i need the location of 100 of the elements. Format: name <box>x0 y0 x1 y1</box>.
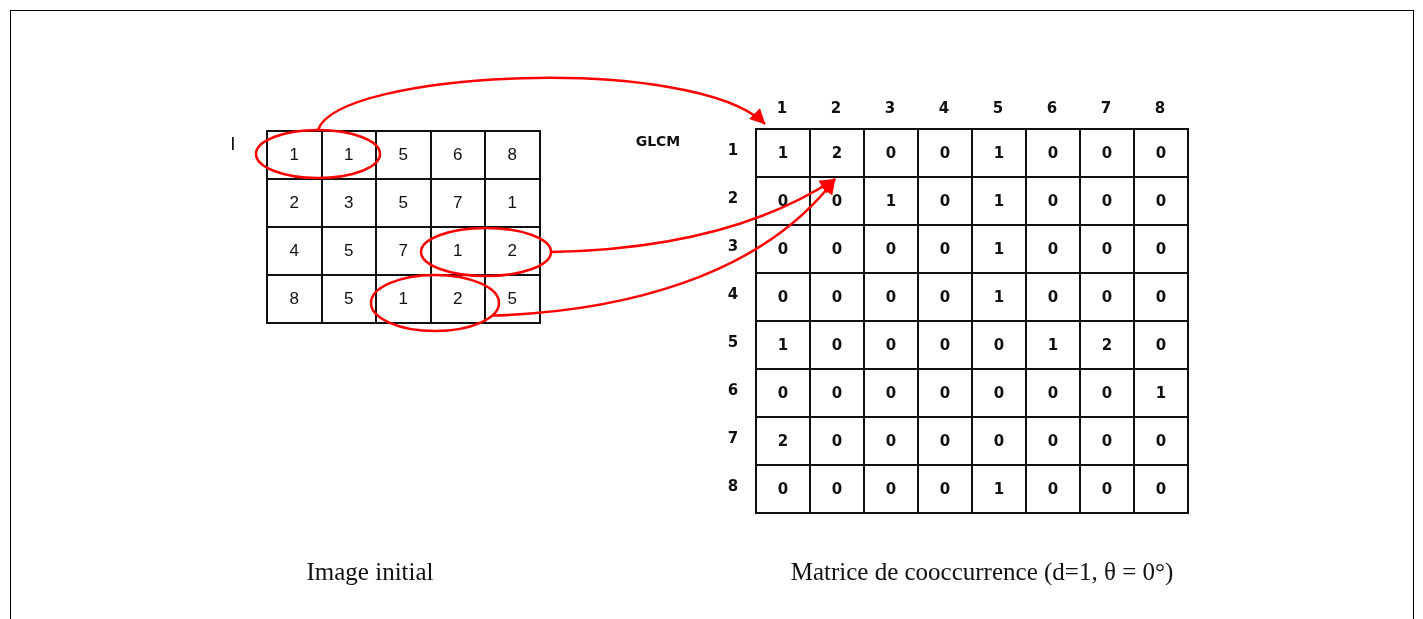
table-cell: 0 <box>811 178 865 226</box>
table-cell: 0 <box>1081 418 1135 466</box>
matrix-label: GLCM <box>635 133 681 149</box>
row-header: 2 <box>727 189 739 207</box>
table-cell: 8 <box>486 132 541 180</box>
table-cell: 1 <box>1027 322 1081 370</box>
table-cell: 2 <box>431 276 486 324</box>
table-cell: 0 <box>973 370 1027 418</box>
table-cell: 0 <box>757 226 811 274</box>
row-header: 4 <box>727 285 739 303</box>
table-cell: 0 <box>1135 226 1189 274</box>
table-cell: 7 <box>377 228 432 276</box>
table-cell: 2 <box>268 180 323 228</box>
table-cell: 0 <box>865 466 919 514</box>
table-cell: 1 <box>865 178 919 226</box>
table-cell: 1 <box>322 132 377 180</box>
table-cell: 0 <box>1135 418 1189 466</box>
table-cell: 0 <box>811 370 865 418</box>
table-cell: 1 <box>268 132 323 180</box>
table-cell: 1 <box>431 228 486 276</box>
table-cell: 0 <box>973 418 1027 466</box>
column-header: 3 <box>884 99 896 117</box>
table-cell: 2 <box>486 228 541 276</box>
table-cell: 8 <box>268 276 323 324</box>
table-cell: 5 <box>322 276 377 324</box>
column-header: 4 <box>938 99 950 117</box>
table-cell: 0 <box>1135 274 1189 322</box>
table-cell: 0 <box>757 178 811 226</box>
table-cell: 0 <box>757 466 811 514</box>
table-cell: 0 <box>865 274 919 322</box>
table-cell: 1 <box>1135 370 1189 418</box>
arrow <box>550 177 836 254</box>
table-cell: 2 <box>757 418 811 466</box>
table-cell: 0 <box>919 418 973 466</box>
highlight-ellipse <box>254 128 382 180</box>
table-cell: 0 <box>811 322 865 370</box>
table-cell: 0 <box>919 178 973 226</box>
table-cell: 0 <box>865 226 919 274</box>
table-cell: 0 <box>1027 274 1081 322</box>
column-header: 7 <box>1100 99 1112 117</box>
column-header: 6 <box>1046 99 1058 117</box>
caption: Matrice de cooccurrence (d=1, θ = 0°) <box>790 558 1174 586</box>
column-header: 2 <box>830 99 842 117</box>
table-cell: 0 <box>1135 322 1189 370</box>
column-header: 1 <box>776 99 788 117</box>
arrow <box>317 77 766 131</box>
highlight-ellipse <box>369 273 501 333</box>
table-cell: 0 <box>1081 466 1135 514</box>
table-cell: 0 <box>1081 370 1135 418</box>
table-cell: 0 <box>1081 274 1135 322</box>
table-cell: 0 <box>865 322 919 370</box>
table-cell: 3 <box>322 180 377 228</box>
table-cell: 2 <box>811 130 865 178</box>
table-cell: 1 <box>973 130 1027 178</box>
table-cell: 1 <box>973 178 1027 226</box>
row-header: 8 <box>727 477 739 495</box>
table-cell: 1 <box>757 322 811 370</box>
table-cell: 1 <box>973 274 1027 322</box>
table-cell: 5 <box>322 228 377 276</box>
table-cell: 0 <box>811 274 865 322</box>
table-cell: 0 <box>919 466 973 514</box>
table-cell: 0 <box>1027 178 1081 226</box>
table-cell: 0 <box>1081 178 1135 226</box>
table-cell: 4 <box>268 228 323 276</box>
row-marker: I <box>230 132 236 154</box>
table-cell: 0 <box>1027 130 1081 178</box>
table-cell: 0 <box>1027 466 1081 514</box>
table-cell: 0 <box>1027 418 1081 466</box>
table-cell: 0 <box>1081 226 1135 274</box>
table-cell: 7 <box>431 180 486 228</box>
table-cell: 1 <box>757 130 811 178</box>
table-cell: 0 <box>811 466 865 514</box>
table-cell: 0 <box>1081 130 1135 178</box>
table-cell: 0 <box>1135 466 1189 514</box>
row-header: 1 <box>727 141 739 159</box>
table-cell: 0 <box>919 130 973 178</box>
table-cell: 0 <box>865 418 919 466</box>
row-header: 3 <box>727 237 739 255</box>
table-cell: 1 <box>486 180 541 228</box>
table-cell: 0 <box>919 370 973 418</box>
row-header: 5 <box>727 333 739 351</box>
table-cell: 0 <box>865 370 919 418</box>
table-cell: 0 <box>1027 370 1081 418</box>
table-cell: 0 <box>757 370 811 418</box>
table-cell: 5 <box>377 132 432 180</box>
highlight-ellipse <box>419 226 553 278</box>
table-cell: 0 <box>973 322 1027 370</box>
table-cell: 1 <box>377 276 432 324</box>
table-cell: 0 <box>919 322 973 370</box>
table-cell: 0 <box>811 418 865 466</box>
caption: Image initial <box>306 558 434 586</box>
table-cell: 0 <box>757 274 811 322</box>
table-cell: 2 <box>1081 322 1135 370</box>
table-cell: 6 <box>431 132 486 180</box>
table-cell: 0 <box>919 274 973 322</box>
table-cell: 0 <box>865 130 919 178</box>
row-header: 7 <box>727 429 739 447</box>
table-cell: 0 <box>811 226 865 274</box>
table-cell: 1 <box>973 466 1027 514</box>
table-cell: 5 <box>377 180 432 228</box>
